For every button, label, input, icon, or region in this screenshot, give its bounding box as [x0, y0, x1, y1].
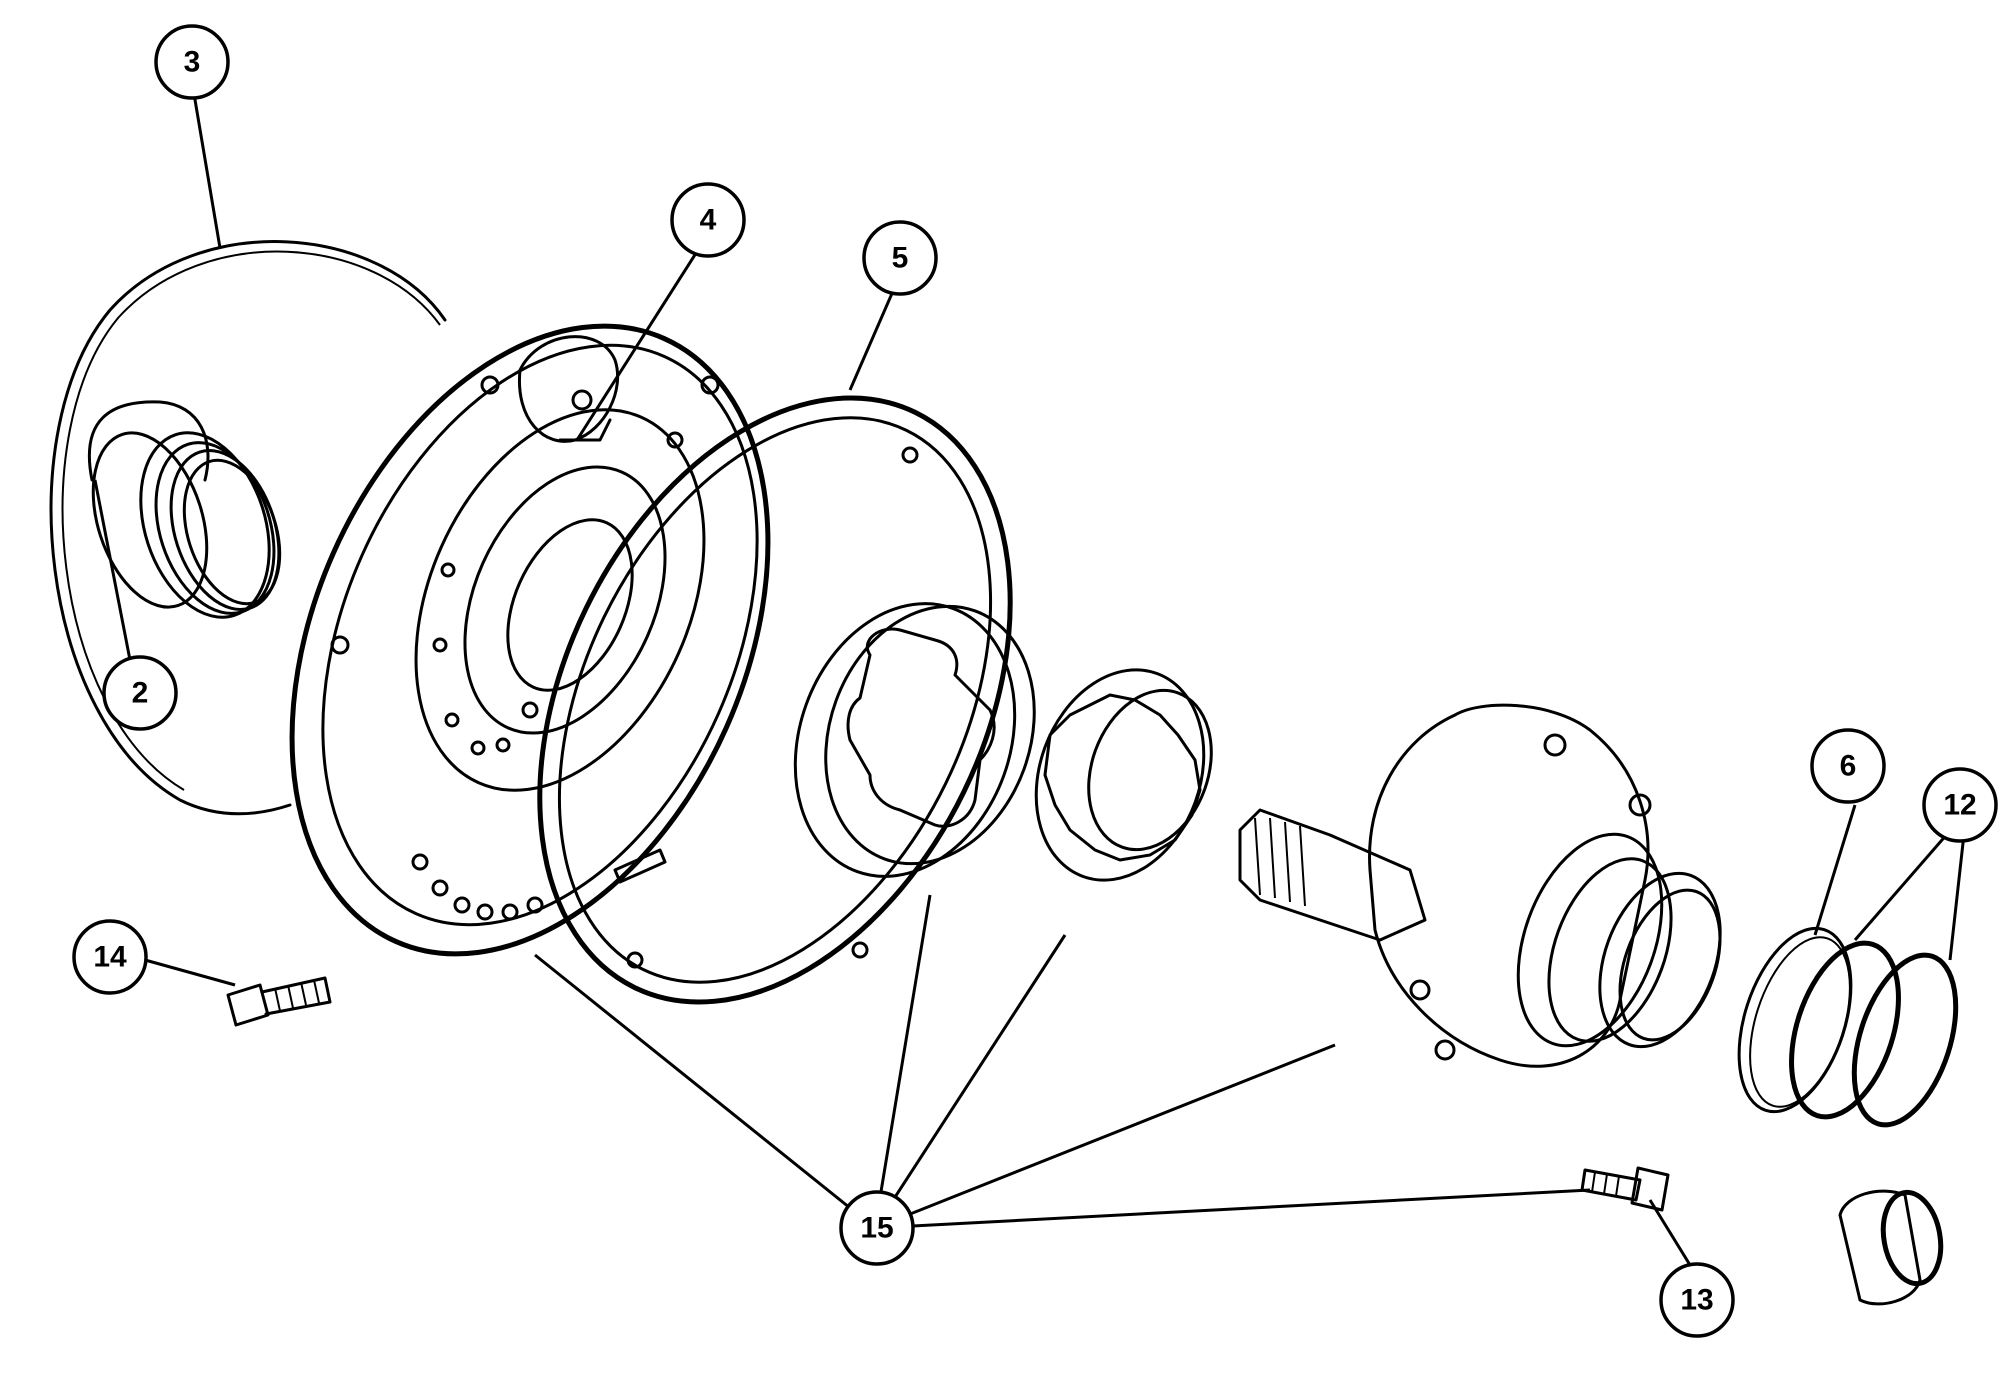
spring-seal-part-2: [87, 400, 282, 619]
callout-5: 5: [862, 220, 938, 296]
callout-13-label: 13: [1680, 1284, 1713, 1317]
callout-6-label: 6: [1840, 750, 1857, 783]
callout-6: 6: [1810, 728, 1886, 804]
callout-2-label: 2: [132, 677, 149, 710]
bolt-part-14: [226, 976, 332, 1027]
ring-part-6: [1737, 926, 1853, 1114]
callout-3: 3: [154, 24, 230, 100]
pump-outer-gear: [793, 602, 1036, 878]
pump-body: [289, 323, 771, 957]
callout-14: 14: [72, 919, 148, 995]
callout-14-label: 14: [93, 941, 127, 974]
bolt-part-13: [1580, 1166, 1670, 1212]
callout-4-label: 4: [700, 204, 717, 237]
stator-support: [1238, 703, 1722, 1068]
callout-12-label: 12: [1943, 789, 1976, 822]
callout-13: 13: [1659, 1262, 1735, 1338]
pump-inner-gear: [1034, 668, 1213, 882]
callout-4: 4: [670, 182, 746, 258]
callout-3-label: 3: [184, 46, 201, 79]
callout-15: 15: [839, 1190, 915, 1266]
callout-5-label: 5: [892, 242, 909, 275]
valve-part-4: [517, 335, 620, 443]
bushing: [1838, 1189, 1944, 1306]
callout-2: 2: [102, 655, 178, 731]
seal-ring-part-3: [49, 240, 447, 816]
callout-15-label: 15: [860, 1212, 893, 1245]
gasket-part-5: [521, 395, 1013, 1005]
seal-rings-part-12: [1789, 940, 1959, 1128]
callout-12: 12: [1922, 767, 1998, 843]
